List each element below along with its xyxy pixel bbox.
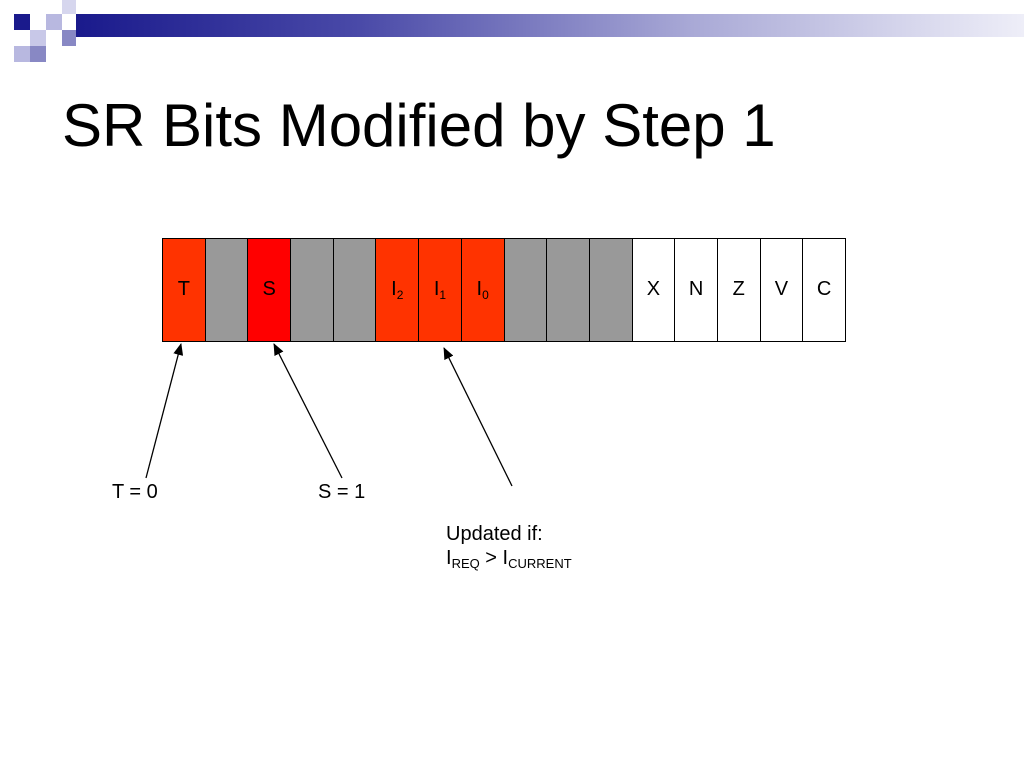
sr-bit-label: I — [476, 278, 483, 300]
sr-bit-label: T — [177, 278, 190, 300]
sr-bit-8 — [503, 239, 547, 341]
i-req-symbol: I — [446, 547, 452, 569]
sr-bit-7: I0 — [460, 239, 504, 341]
header-gradient-bar — [76, 14, 1024, 37]
decor-square — [14, 46, 30, 62]
sr-bit-label: I — [391, 278, 397, 300]
sr-bit-label: S — [262, 278, 276, 300]
sr-bit-subscript: 2 — [396, 288, 404, 302]
sr-bit-subscript: 1 — [439, 288, 447, 302]
i-current-symbol: I — [502, 547, 509, 569]
update-condition-expression: IREQ > ICURRENT — [446, 546, 572, 572]
sr-bit-4 — [332, 239, 376, 341]
sr-bit-label: C — [816, 278, 832, 300]
decor-square — [30, 46, 46, 62]
decor-square — [14, 14, 30, 30]
sr-bit-14: V — [759, 239, 803, 341]
update-condition-heading: Updated if: — [446, 523, 543, 545]
sr-bit-10 — [588, 239, 632, 341]
i-current-subscript: CURRENT — [508, 556, 572, 571]
sr-bit-9 — [546, 239, 589, 341]
sr-bit-label: X — [646, 278, 661, 300]
sr-bit-1 — [204, 239, 248, 341]
arrow-to-i-bits — [443, 347, 513, 487]
slide-title: SR Bits Modified by Step 1 — [62, 92, 776, 159]
sr-bit-6: I1 — [418, 239, 461, 341]
decor-square — [46, 14, 62, 30]
sr-bit-13: Z — [716, 239, 760, 341]
arrow-to-s-bit — [273, 343, 343, 479]
sr-bit-label: V — [774, 278, 789, 300]
sr-bit-2: S — [247, 239, 291, 341]
t-value-label: T = 0 — [112, 481, 158, 503]
sr-bit-subscript: 0 — [482, 288, 489, 302]
sr-bit-11: X — [631, 239, 675, 341]
sr-bit-0: T — [163, 239, 205, 341]
decor-square — [30, 30, 46, 46]
s-value-label: S = 1 — [318, 481, 366, 503]
sr-bit-label: N — [688, 278, 704, 300]
sr-bit-label: Z — [732, 278, 745, 300]
sr-bit-label: I — [433, 278, 440, 300]
update-condition-label: Updated if: IREQ > ICURRENT — [446, 522, 572, 572]
sr-bit-12: N — [674, 239, 717, 341]
sr-bit-15: C — [802, 239, 845, 341]
decor-square — [62, 0, 76, 14]
arrow-to-t-bit — [145, 343, 184, 479]
i-req-subscript: REQ — [451, 556, 480, 571]
decor-square — [62, 30, 76, 46]
sr-bit-5: I2 — [375, 239, 419, 341]
comparison-operator: > — [479, 547, 503, 569]
sr-bit-3 — [290, 239, 333, 341]
